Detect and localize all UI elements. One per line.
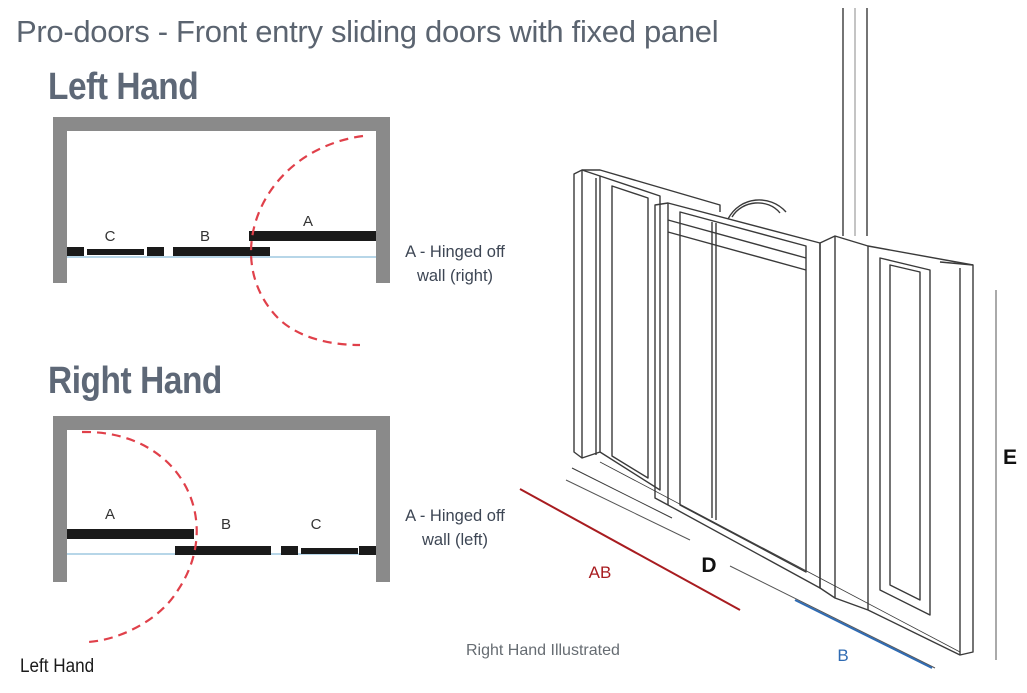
d-dimension-line-upper (565, 479, 691, 541)
d-label: D (701, 554, 716, 577)
right-plan-panel-c (301, 548, 358, 554)
b-label: B (837, 646, 848, 665)
left-plan-panel-c-end (147, 247, 164, 256)
left-plan-panel-c (87, 249, 144, 255)
right-plan-panel-c-start (281, 546, 298, 555)
ab-dimension-line (519, 488, 741, 611)
left-hand-note: A - Hinged off wall (right) (392, 240, 518, 288)
left-plan-swing-arc (249, 134, 364, 347)
right-plan-panel-c-stub (359, 546, 376, 555)
right-hand-note: A - Hinged off wall (left) (392, 504, 518, 552)
left-plan-label-a: A (303, 213, 313, 230)
left-hand-heading: Left Hand (48, 66, 199, 108)
b-dimension-line (794, 599, 933, 669)
right-plan-panel-a (67, 529, 194, 539)
d-dimension-line-lower (729, 565, 936, 669)
right-plan-panel-b (175, 546, 271, 555)
page-title: Pro-doors - Front entry sliding doors wi… (16, 14, 719, 49)
right-hand-note-line1: A - Hinged off (405, 507, 505, 525)
right-plan-swing-arc (81, 430, 198, 644)
left-plan-panel-c-stub (67, 247, 84, 256)
illustration-caption: Right Hand Illustrated (466, 642, 620, 659)
ab-label: AB (589, 563, 612, 582)
left-plan-panel-b (173, 247, 270, 256)
e-label: E (1003, 446, 1017, 469)
right-hand-heading: Right Hand (48, 360, 222, 402)
right-hand-note-line2: wall (left) (421, 531, 488, 549)
right-plan-label-c: C (311, 516, 322, 533)
left-hand-note-line1: A - Hinged off (405, 243, 505, 261)
right-plan-label-b: B (221, 516, 231, 533)
left-plan-panel-a (249, 231, 376, 241)
left-hand-note-line2: wall (right) (416, 267, 494, 285)
left-plan-label-c: C (105, 228, 116, 245)
left-plan-label-b: B (200, 228, 210, 245)
right-plan-label-a: A (105, 506, 115, 523)
bottom-left-label: Left Hand (20, 656, 95, 677)
